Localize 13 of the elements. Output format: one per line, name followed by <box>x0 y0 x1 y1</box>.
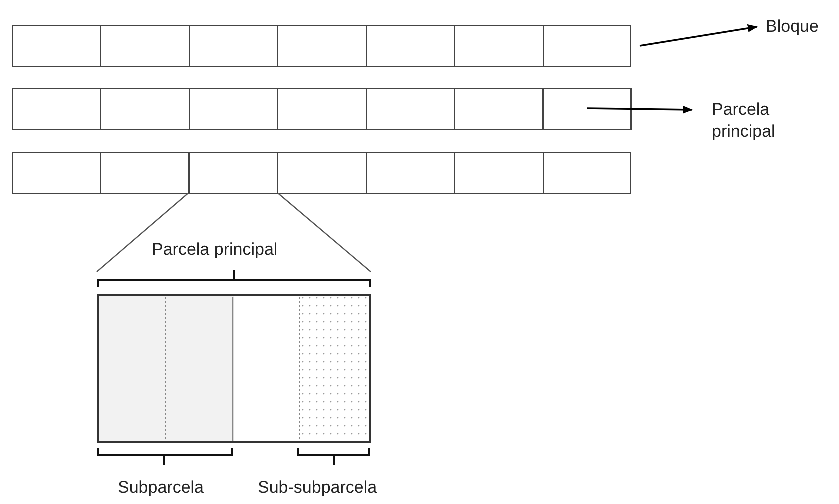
plot-label: Parcela principal <box>712 99 812 143</box>
zoom-line <box>96 193 189 272</box>
plot-label: Parcela principal <box>152 239 278 261</box>
arrow <box>586 106 693 114</box>
block-row <box>12 88 631 130</box>
arrow <box>640 24 758 47</box>
block-row <box>12 25 631 67</box>
subplot-label: Subparcela <box>118 477 204 499</box>
zoom-line <box>278 193 372 272</box>
plot-cell <box>542 88 632 130</box>
sub-subplot-label: Sub-subparcela <box>258 477 378 499</box>
block-label: Bloque <box>766 16 839 38</box>
block-row <box>12 152 631 194</box>
